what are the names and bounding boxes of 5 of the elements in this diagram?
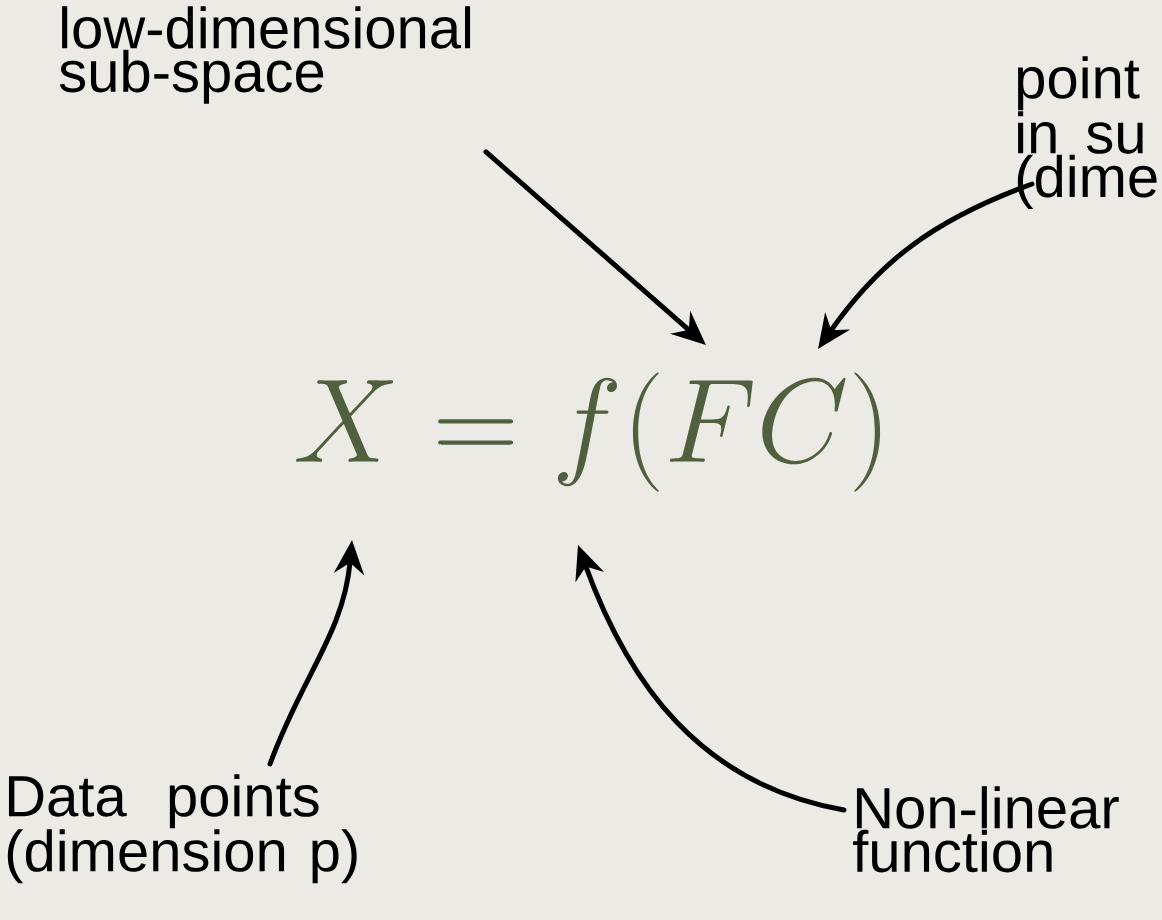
- annotation-text: Non-linear function: [853, 786, 1119, 873]
- formula: $X = f(FC)$: [296, 372, 881, 492]
- annotation-text: low-dimensional sub-space: [59, 6, 471, 104]
- annotation-text: Data points (dimension p): [7, 774, 357, 884]
- annotation-text: point in su (dime: [1017, 56, 1157, 209]
